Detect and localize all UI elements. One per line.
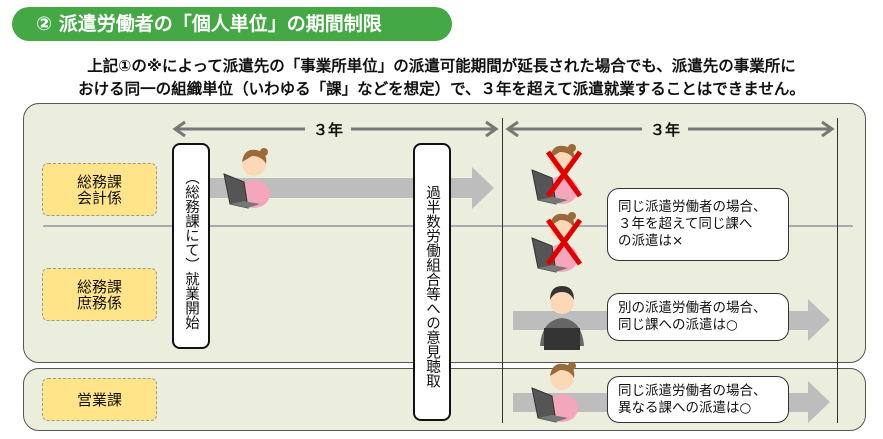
hearing-milestone: 過半数労働組合等への意見聴取 <box>413 143 451 421</box>
worker-man-icon <box>540 286 584 350</box>
callout-same-worker-different-section: 同じ派遣労働者の場合、 異なる課への派遣は○ <box>607 376 789 423</box>
section-accounting: 総務課 会計係 <box>42 163 157 216</box>
section-general: 総務課 庶務係 <box>42 268 157 321</box>
section-sales: 営業課 <box>42 378 157 421</box>
callout-different-worker: 別の派遣労働者の場合、 同じ課への派遣は○ <box>607 293 789 341</box>
worker-woman-denied-icon <box>531 143 583 205</box>
description-line-2: おける同一の組織単位（いわゆる「課」などを想定）で、３年を超えて派遣就業すること… <box>78 80 805 98</box>
callout-same-worker-same-section: 同じ派遣労働者の場合、 ３年を超えて同じ課へ の派遣は× <box>607 188 789 261</box>
period-boundary <box>502 118 503 423</box>
worker-woman-icon <box>223 147 271 209</box>
worker-woman-denied-icon <box>531 211 583 273</box>
section-title: ② 派遣労働者の「個人単位」の期間制限 <box>12 7 452 41</box>
flow-arrow-1 <box>210 167 494 209</box>
start-milestone: （総務課にて）就業開始 <box>172 143 210 349</box>
description-line-1: 上記①の※によって派遣先の「事業所単位」の派遣可能期間が延長された場合でも、派遣… <box>87 57 796 75</box>
worker-woman-icon <box>531 361 579 423</box>
period-label-2: ３年 <box>642 119 689 140</box>
period-label-1: ３年 <box>305 119 352 140</box>
period-end <box>837 118 838 423</box>
